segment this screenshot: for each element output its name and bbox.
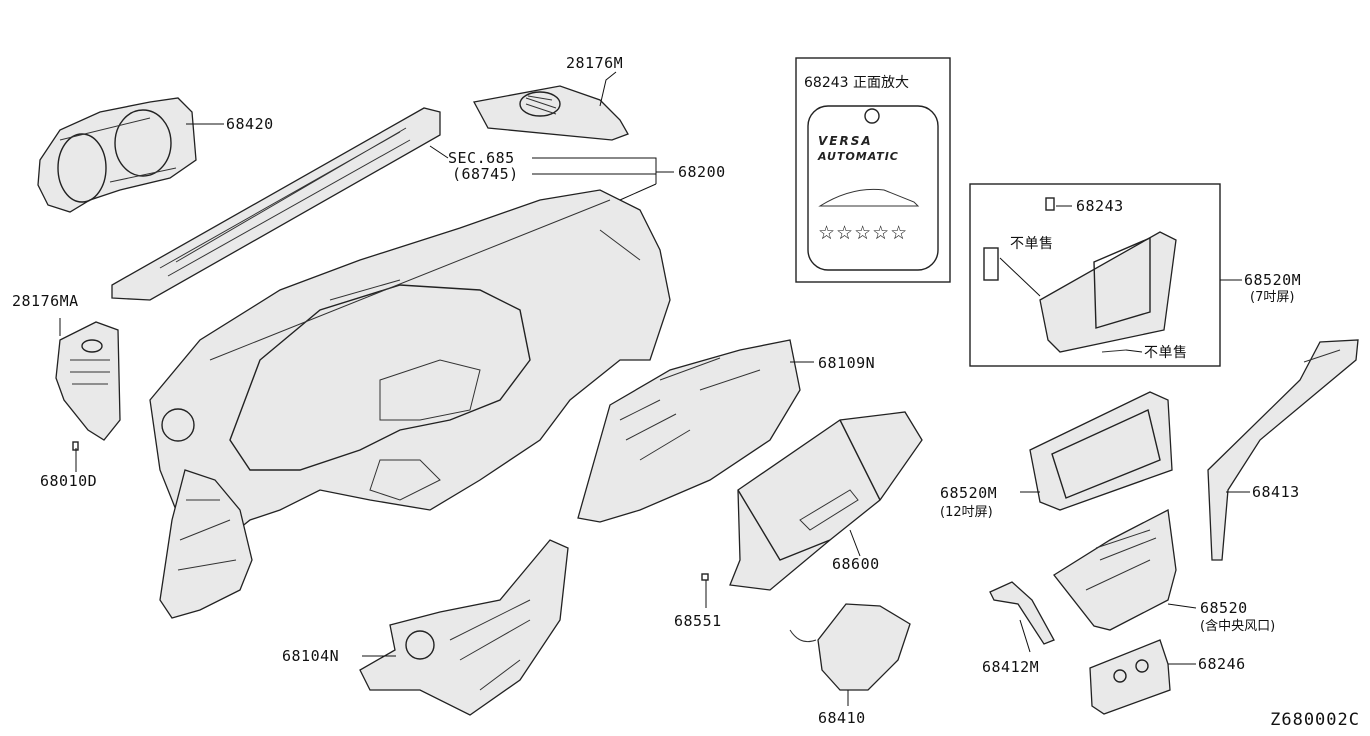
- label-68104N: 68104N: [282, 647, 340, 665]
- part-68420-cluster-hood: [37, 97, 197, 213]
- label-68551: 68551: [674, 612, 722, 630]
- inset-7in-frame: [969, 183, 1221, 367]
- label-68520: 68520: [1200, 599, 1248, 617]
- label-68109N: 68109N: [818, 354, 876, 372]
- part-68104N-center-console: [359, 539, 569, 716]
- label-68520-note: (含中央风口): [1200, 619, 1276, 634]
- zoom-panel-frame: [795, 57, 951, 283]
- part-68551-screw: [701, 573, 709, 581]
- label-68413: 68413: [1252, 483, 1300, 501]
- note-not-sold-2: 不单售: [1144, 345, 1188, 361]
- label-68410: 68410: [818, 709, 866, 727]
- label-68520M-7in: 68520M: [1244, 271, 1302, 289]
- label-68200: 68200: [678, 163, 726, 181]
- label-68420: 68420: [226, 115, 274, 133]
- label-68520M-12in: 68520M: [940, 484, 998, 502]
- part-68200-dashboard-panel: [149, 189, 671, 562]
- label-68246: 68246: [1198, 655, 1246, 673]
- label-28176MA: 28176MA: [12, 292, 79, 310]
- zoom-panel-title: 68243 正面放大: [804, 75, 909, 91]
- part-28176MA-corner-grille: [55, 321, 121, 441]
- label-28176M: 28176M: [566, 54, 624, 72]
- label-68010D: 68010D: [40, 472, 98, 490]
- badge-text-automatic: AUTOMATIC: [818, 150, 899, 163]
- part-left-side-bracket: [159, 469, 253, 619]
- leader-lines: [59, 71, 1250, 706]
- part-68600-glove-box: [729, 411, 923, 591]
- part-68410-lamp: [789, 603, 911, 691]
- badge-text-versa: VERSA: [818, 134, 873, 148]
- part-68413-side-trim: [1207, 339, 1359, 561]
- note-not-sold-1: 不单售: [1010, 236, 1054, 252]
- part-68109N-lower-frame: [577, 339, 801, 523]
- label-sec685-ref: (68745): [452, 165, 519, 183]
- part-68412M-trim-strip: [989, 581, 1055, 645]
- part-28176M-speaker-grille: [473, 85, 629, 141]
- diagram-code: Z680002C: [1270, 710, 1360, 730]
- label-68243: 68243: [1076, 197, 1124, 215]
- part-68520-center-panel: [1053, 508, 1177, 631]
- label-sec685: SEC.685: [448, 149, 515, 167]
- label-68600: 68600: [832, 555, 880, 573]
- badge-stars: ☆☆☆☆☆: [818, 222, 909, 244]
- part-68246-switch-panel: [1089, 639, 1171, 715]
- label-68520M-7in-note: (7吋屏): [1250, 290, 1295, 305]
- part-68520M-12in-bezel: [1029, 391, 1173, 511]
- label-68412M: 68412M: [982, 658, 1040, 676]
- part-sec685-defroster-strip: [111, 107, 441, 301]
- label-68520M-12in-note: (12吋屏): [940, 505, 993, 520]
